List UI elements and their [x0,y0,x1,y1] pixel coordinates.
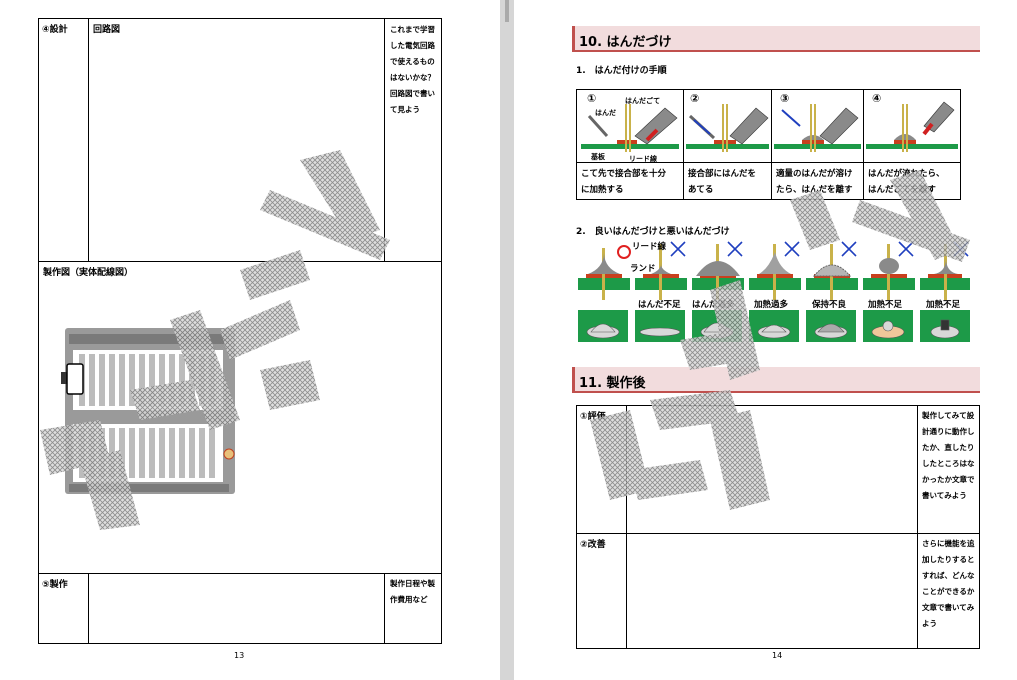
step-3-figure: ③ [771,89,864,163]
step-4-figure: ④ [863,89,961,163]
solder-photo-row [578,310,970,342]
design-circuit-cell: 回路図 [88,18,385,262]
step-4-illustration [866,101,958,152]
bad-label-1: はんだ不足 [638,300,681,310]
fig-label-lead: リード線 [629,155,657,163]
scrollbar-thumb[interactable] [505,0,509,22]
step-2-illustration [686,104,769,152]
production-label-cell: ⑤製作 [38,573,89,644]
step-3-illustration [774,104,861,152]
step-1-text-cell: こて先で接合部を十分 に加熱する [576,162,684,200]
page-divider [500,0,514,680]
improvement-content-cell [626,533,918,649]
procedure-heading: 1. はんだ付けの手順 [576,66,667,76]
section-10-header: 10. はんだづけ [572,26,980,52]
bad-label-2: はんだ過多 [692,300,735,310]
design-note: これまで学習 した電気回路 で使えるもの はないかな？ 回路図で書い て見よう [390,25,435,114]
step-1-illustration [581,104,679,152]
improvement-label: ②改善 [580,540,606,550]
step-3-text-cell: 適量のはんだが溶け たら、はんだを離す [771,162,864,200]
bad-label-6: 加熱不足 [926,300,961,310]
evaluation-label: ①評価 [580,412,606,422]
step-2-figure: ② [683,89,772,163]
design-note-cell: これまで学習 した電気回路 で使えるもの はないかな？ 回路図で書い て見よう [384,18,442,262]
section-11-header: 11. 製作後 [572,367,980,393]
step-1-text: こて先で接合部を十分 に加熱する [581,169,667,195]
circuit-diagram-label: 回路図 [93,25,121,35]
page-number-left: 13 [234,651,245,660]
improvement-note-cell: さらに機能を追 加したりすると すれば、どんな ことができるか 文章で書いてみ … [917,533,980,649]
fig-label-solder: はんだ [595,109,616,117]
fig-label-board: 基板 [591,153,605,161]
page-13: ④設計 回路図 これまで学習 した電気回路 で使えるもの はないかな？ 回路図で… [0,0,500,680]
bad-label-4: 保持不良 [812,300,847,310]
step-2-text-cell: 接合部にはんだを あてる [683,162,772,200]
bad-label-3: 加熱過多 [754,300,789,310]
fabrication-drawing-cell: 製作図（実体配線図） [38,261,442,574]
production-note: 製作日程や製 作費用など [390,579,435,604]
evaluation-note: 製作してみて設 計通りに動作し たか、直したり したところはな かったか文章で … [922,411,975,500]
section-11-title: 11. 製作後 [579,376,646,391]
design-label-cell: ④設計 [38,18,89,262]
breadboard-illustration [61,328,235,494]
step-4-text-cell: はんだが流れたら、 はんだごてを離す [863,162,961,200]
evaluation-content-cell [626,405,918,534]
fig-label-iron: はんだごて [625,97,661,105]
improvement-note: さらに機能を追 加したりすると すれば、どんな ことができるか 文章で書いてみ … [922,539,975,628]
fabrication-label: 製作図（実体配線図） [43,268,134,278]
evaluation-label-cell: ①評価 [576,405,627,534]
improvement-label-cell: ②改善 [576,533,627,649]
step-4-text: はんだが流れたら、 はんだごてを離す [868,169,945,195]
production-note-cell: 製作日程や製 作費用など [384,573,442,644]
production-label: ⑤製作 [42,580,68,590]
good-label-land: ランド [630,264,656,274]
page-number-right: 14 [772,651,783,660]
quality-heading: 2. 良いはんだづけと悪いはんだづけ [576,227,730,237]
evaluation-note-cell: 製作してみて設 計通りに動作し たか、直したり したところはな かったか文章で … [917,405,980,534]
solder-joint-comparison [578,241,970,300]
production-content-cell [88,573,385,644]
section-10-title: 10. はんだづけ [579,35,672,50]
design-label: ④設計 [42,25,68,35]
step-3-text: 適量のはんだが溶け たら、はんだを離す [776,169,853,195]
good-label-lead: リード線 [632,242,667,252]
bad-label-5: 加熱不足 [868,300,903,310]
step-1-figure: ① はんだごて はんだ 基板 リード線 [576,89,684,163]
step-2-text: 接合部にはんだを あてる [688,169,757,195]
